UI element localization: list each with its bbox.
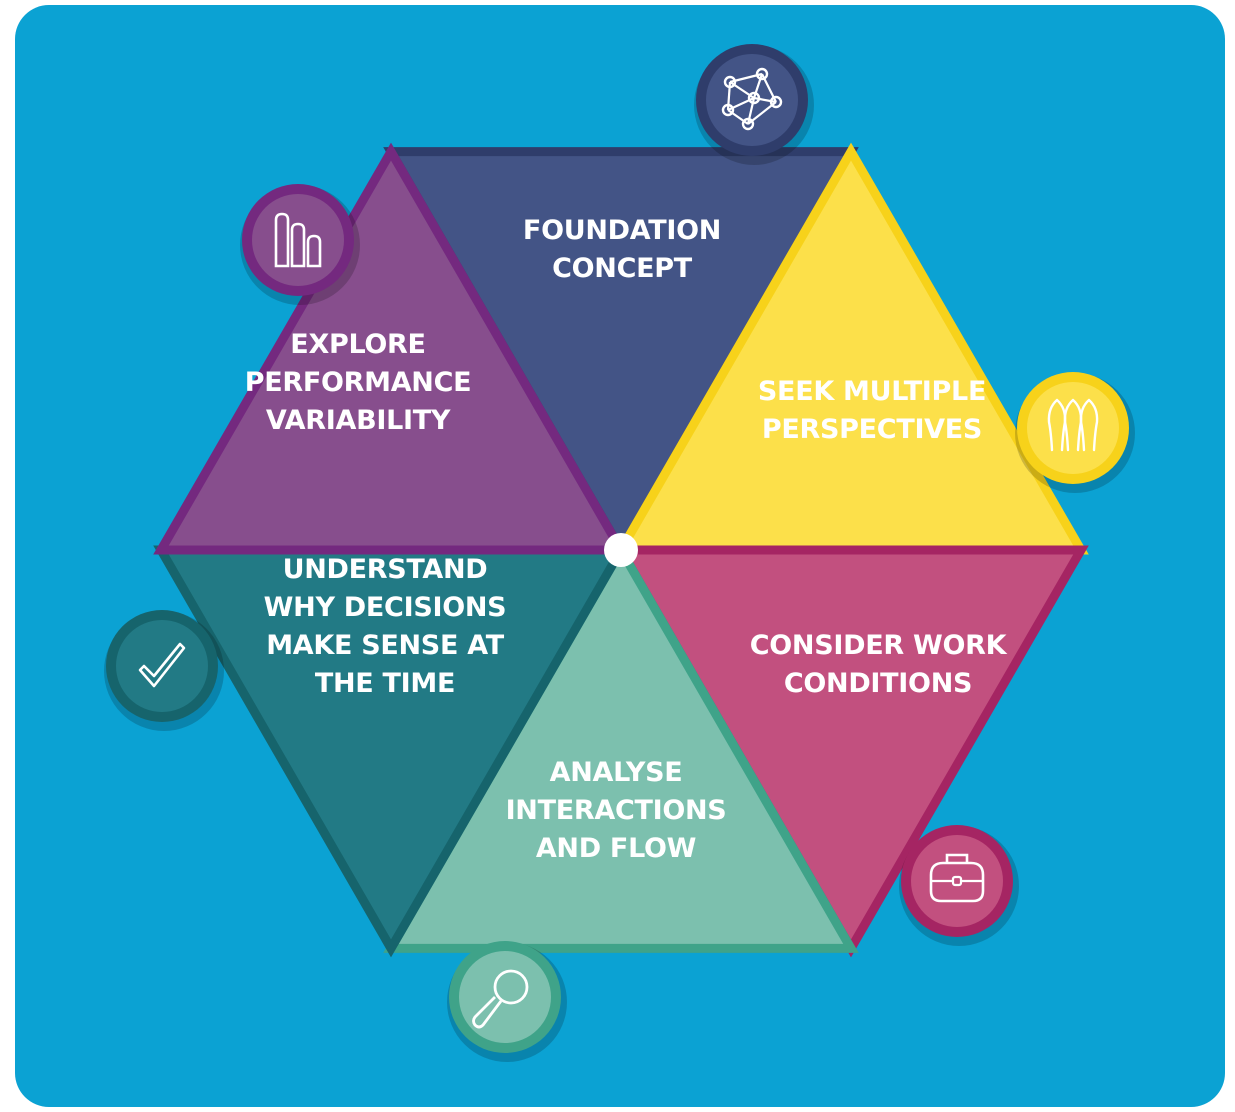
person-outline (1079, 398, 1099, 452)
badge-perspectives (1015, 372, 1135, 493)
segment-label-interactions: ANALYSE INTERACTIONS AND FLOW (506, 757, 727, 864)
segments-layer (153, 142, 1089, 958)
toolbox-handle (945, 853, 969, 863)
center-dot (604, 533, 638, 567)
segment-label-line: PERSPECTIVES (762, 414, 982, 445)
badge-foundation (694, 44, 814, 165)
checkmark-icon (138, 642, 186, 688)
segment-label-line: FOUNDATION (523, 215, 721, 246)
network-node (721, 103, 735, 117)
badge-inner (252, 194, 344, 286)
bar-outline (306, 234, 322, 268)
network-icon (721, 67, 783, 131)
segment-label-line: MAKE SENSE AT (266, 630, 505, 661)
segment-label-line: PERFORMANCE (245, 367, 472, 398)
checkmark-shape (138, 642, 186, 688)
segment-label-line: ANALYSE (550, 757, 683, 788)
segment-label-line: EXPLORE (290, 329, 425, 360)
segment-label-line: WHY DECISIONS (264, 592, 507, 623)
network-node (755, 67, 769, 81)
bar-outline (274, 212, 290, 268)
segment-label-line: CONDITIONS (784, 668, 972, 699)
network-edge (753, 96, 777, 104)
badge-inner (1027, 382, 1119, 474)
segment-label-line: AND FLOW (536, 833, 696, 864)
badge-variability (240, 184, 360, 305)
segment-label-line: SEEK MULTIPLE (758, 376, 986, 407)
bar-outline (290, 222, 306, 268)
segment-label-line: UNDERSTAND (283, 554, 488, 585)
magnifier-handle (472, 996, 503, 1029)
magnifier-icon (472, 969, 529, 1029)
segment-label-line: CONCEPT (552, 253, 693, 284)
segment-label-line: THE TIME (315, 668, 455, 699)
toolbox-icon (929, 853, 985, 903)
network-node (741, 117, 755, 131)
network-node (723, 75, 737, 89)
badge-work-conditions (899, 825, 1019, 946)
bars-icon (274, 212, 322, 268)
segment-label-foundation: FOUNDATION CONCEPT (523, 215, 721, 284)
segment-label-line: VARIABILITY (266, 405, 451, 436)
segment-label-perspectives: SEEK MULTIPLE PERSPECTIVES (758, 376, 986, 445)
toolbox-latch (951, 875, 963, 887)
segment-variability (153, 142, 629, 555)
labels-layer: FOUNDATION CONCEPT SEEK MULTIPLE PERSPECTIV… (245, 215, 1008, 864)
segment-label-line: INTERACTIONS (506, 795, 727, 826)
badge-interactions (447, 941, 567, 1062)
network-node (747, 91, 761, 105)
toolbox-body (929, 861, 985, 903)
segment-label-line: CONSIDER WORK (750, 630, 1008, 661)
segment-label-variability: EXPLORE PERFORMANCE VARIABILITY (245, 329, 472, 436)
segment-label-decisions: UNDERSTAND WHY DECISIONS MAKE SENSE AT THE … (264, 554, 507, 699)
badges-layer (104, 44, 1135, 1062)
badge-inner (459, 951, 551, 1043)
network-node (769, 95, 783, 109)
people-icon (1047, 398, 1099, 452)
badge-decisions (104, 610, 224, 731)
segment-label-work-conditions: CONSIDER WORK CONDITIONS (750, 630, 1008, 699)
magnifier-lens (493, 969, 529, 1005)
